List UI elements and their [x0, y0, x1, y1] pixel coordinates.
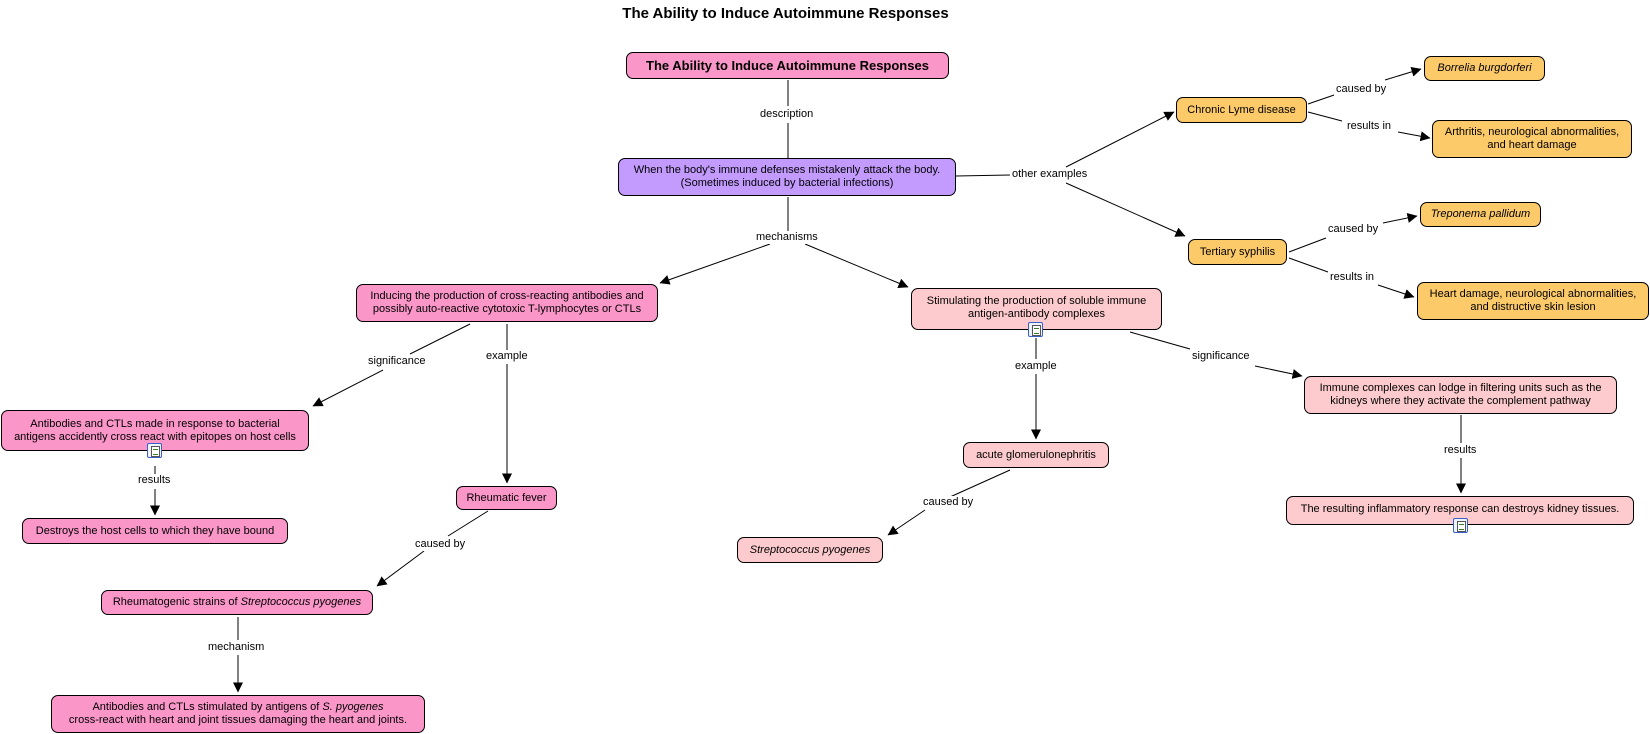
inflammatory-node-label: The resulting inflammatory response can … — [1300, 503, 1620, 515]
syphilis-node[interactable]: Tertiary syphilis — [1188, 239, 1287, 265]
cross-react-node[interactable]: Inducing the production of cross-reactin… — [356, 284, 658, 322]
connector-line — [1129, 331, 1191, 350]
connector-arrow — [1065, 182, 1186, 237]
edge-label-results-in-lyme: results in — [1345, 120, 1394, 133]
arthritis-node[interactable]: Arthritis, neurological abnormalities, a… — [1432, 120, 1632, 158]
rheumatogenic-node[interactable]: Rheumatogenic strains of Streptococcus p… — [101, 590, 373, 615]
edge-label-description: description — [758, 108, 816, 121]
inflammatory-node[interactable]: The resulting inflammatory response can … — [1286, 496, 1634, 525]
stimulated-node[interactable]: Antibodies and CTLs stimulated by antige… — [51, 695, 425, 733]
antibodies-ctls-node-label: Antibodies and CTLs made in response to … — [14, 417, 296, 443]
connector-line — [1307, 111, 1343, 122]
stimulated-node-label: Antibodies and CTLs stimulated by antige… — [68, 701, 408, 726]
rheumatogenic-node-label: Rheumatogenic strains of Streptococcus p… — [112, 596, 362, 609]
connector-line — [1288, 237, 1327, 253]
strep-node-label: Streptococcus pyogenes — [749, 543, 871, 556]
resource-doc-icon[interactable] — [1028, 322, 1043, 337]
edge-label-caused-by-lyme: caused by — [1334, 83, 1389, 96]
connector-arrow — [804, 243, 909, 288]
connector-line — [955, 174, 1011, 177]
connector-arrow — [1384, 66, 1422, 81]
definition-node[interactable]: When the body's immune defenses mistaken… — [618, 158, 956, 196]
borrelia-node-label: Borrelia burgdorferi — [1437, 62, 1532, 75]
page-title: The Ability to Induce Autoimmune Respons… — [622, 5, 949, 22]
connector-arrow — [1397, 131, 1431, 142]
connector-line — [409, 323, 471, 355]
connector-arrow — [1382, 213, 1418, 224]
connector-arrow — [1065, 111, 1175, 168]
resource-doc-icon[interactable] — [147, 443, 162, 458]
edge-label-significance-right: significance — [1190, 350, 1252, 363]
connector-arrow — [659, 243, 771, 285]
connector-arrow — [376, 550, 425, 587]
treponema-node[interactable]: Treponema pallidum — [1420, 202, 1541, 227]
connector-line — [1288, 257, 1329, 273]
rheumatic-node-label: Rheumatic fever — [466, 491, 547, 504]
arthritis-node-label: Arthritis, neurological abnormalities, a… — [1444, 126, 1620, 151]
glomerulo-node[interactable]: acute glomerulonephritis — [963, 442, 1109, 468]
edge-label-results-left: results — [136, 474, 173, 487]
lyme-node-label: Chronic Lyme disease — [1187, 103, 1296, 116]
edge-label-results-in-syphilis: results in — [1328, 271, 1377, 284]
connector-line — [1307, 93, 1338, 105]
connector-arrow — [1377, 284, 1415, 299]
lyme-node[interactable]: Chronic Lyme disease — [1176, 97, 1307, 123]
resource-doc-icon[interactable] — [1453, 518, 1468, 533]
connector-line — [949, 469, 1011, 498]
heart-node-label: Heart damage, neurological abnormalities… — [1429, 288, 1637, 313]
complexes-node-label: Stimulating the production of soluble im… — [926, 295, 1147, 320]
connector-arrow — [1254, 365, 1303, 379]
connector-line — [447, 510, 489, 537]
glomerulo-node-label: acute glomerulonephritis — [976, 448, 1096, 461]
edge-label-other-examples: other examples — [1010, 168, 1090, 181]
definition-node-label: When the body's immune defenses mistaken… — [633, 164, 941, 189]
root-node-label: The Ability to Induce Autoimmune Respons… — [646, 57, 929, 73]
root-node[interactable]: The Ability to Induce Autoimmune Respons… — [626, 52, 949, 79]
destroys-node[interactable]: Destroys the host cells to which they ha… — [22, 518, 288, 544]
borrelia-node[interactable]: Borrelia burgdorferi — [1424, 56, 1545, 81]
connector-arrow — [312, 369, 384, 407]
edge-label-significance-left: significance — [366, 355, 428, 368]
edge-label-mechanisms: mechanisms — [754, 231, 820, 244]
strep-node[interactable]: Streptococcus pyogenes — [737, 537, 883, 563]
heart-node[interactable]: Heart damage, neurological abnormalities… — [1417, 282, 1649, 320]
edge-label-mechanism: mechanism — [206, 641, 267, 654]
edge-label-example-left: example — [484, 350, 530, 363]
treponema-node-label: Treponema pallidum — [1430, 208, 1531, 221]
edge-label-caused-by-glomerulo: caused by — [921, 496, 976, 509]
cross-react-node-label: Inducing the production of cross-reactin… — [370, 290, 644, 315]
destroys-node-label: Destroys the host cells to which they ha… — [35, 524, 275, 537]
connector-arrow — [887, 509, 926, 536]
lodge-node-label: Immune complexes can lodge in filtering … — [1319, 382, 1602, 407]
lodge-node[interactable]: Immune complexes can lodge in filtering … — [1304, 376, 1617, 414]
rheumatic-node[interactable]: Rheumatic fever — [456, 486, 557, 510]
edge-label-example-right: example — [1013, 360, 1059, 373]
edge-label-caused-by-syphilis: caused by — [1326, 223, 1381, 236]
edge-label-caused-by-rheumatic: caused by — [413, 538, 468, 551]
syphilis-node-label: Tertiary syphilis — [1199, 245, 1276, 258]
edge-label-results-right: results — [1442, 444, 1479, 457]
